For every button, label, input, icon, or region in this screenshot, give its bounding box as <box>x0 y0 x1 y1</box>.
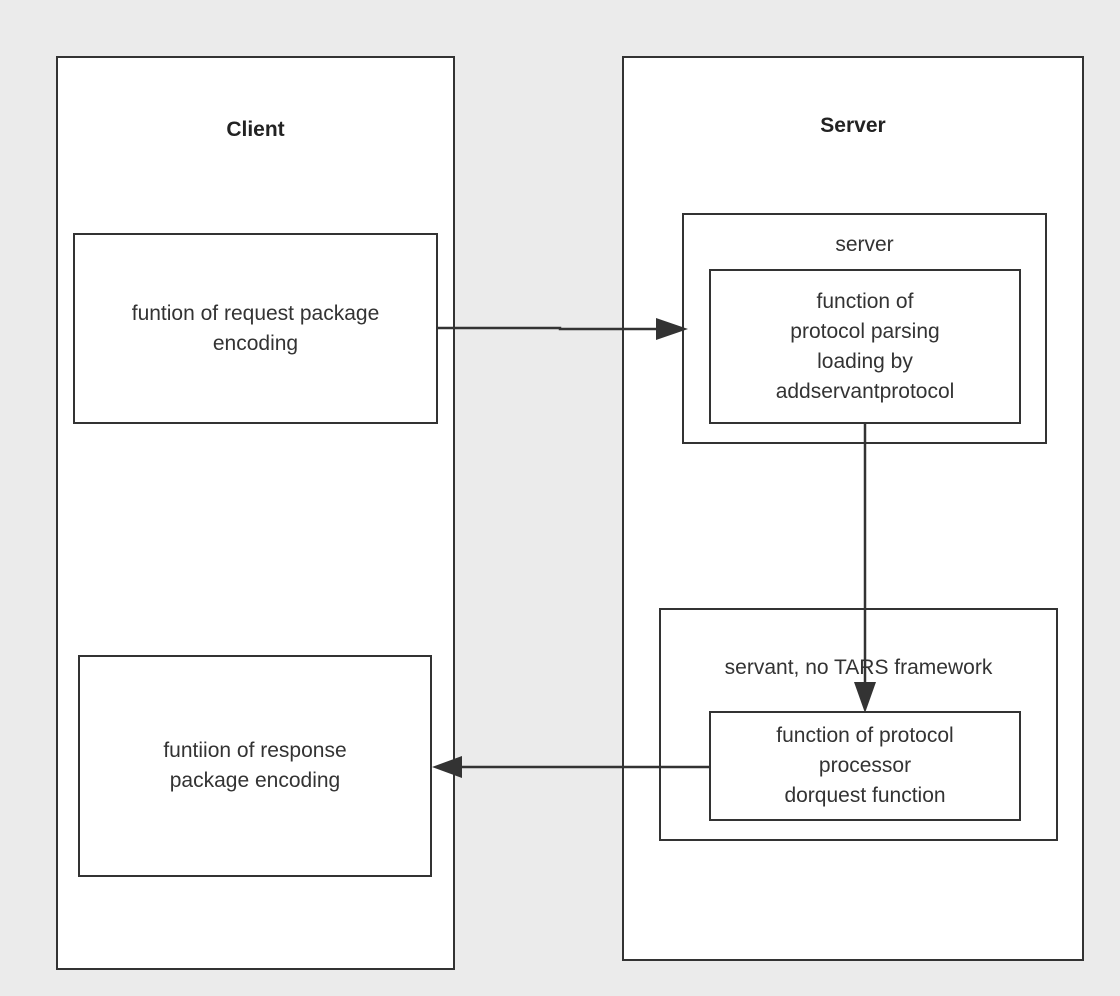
response-encoding-box: funtiion of response package encoding <box>78 655 432 877</box>
protocol-parsing-box: function of protocol parsing loading by … <box>709 269 1021 424</box>
server-title: Server <box>820 114 886 137</box>
client-title: Client <box>226 118 285 141</box>
protocol-processor-box: function of protocol processor dorquest … <box>709 711 1021 821</box>
request-encoding-text: funtion of request package encoding <box>131 301 380 355</box>
request-encoding-box: funtion of request package encoding <box>73 233 438 424</box>
protocol-parsing-text: function of protocol parsing loading by … <box>775 289 955 403</box>
server-group-label: server <box>835 233 894 256</box>
response-encoding-text: funtiion of response package encoding <box>163 739 347 792</box>
protocol-processor-text: function of protocol processor dorquest … <box>776 724 954 807</box>
servant-group-label: servant, no TARS framework <box>724 656 993 679</box>
